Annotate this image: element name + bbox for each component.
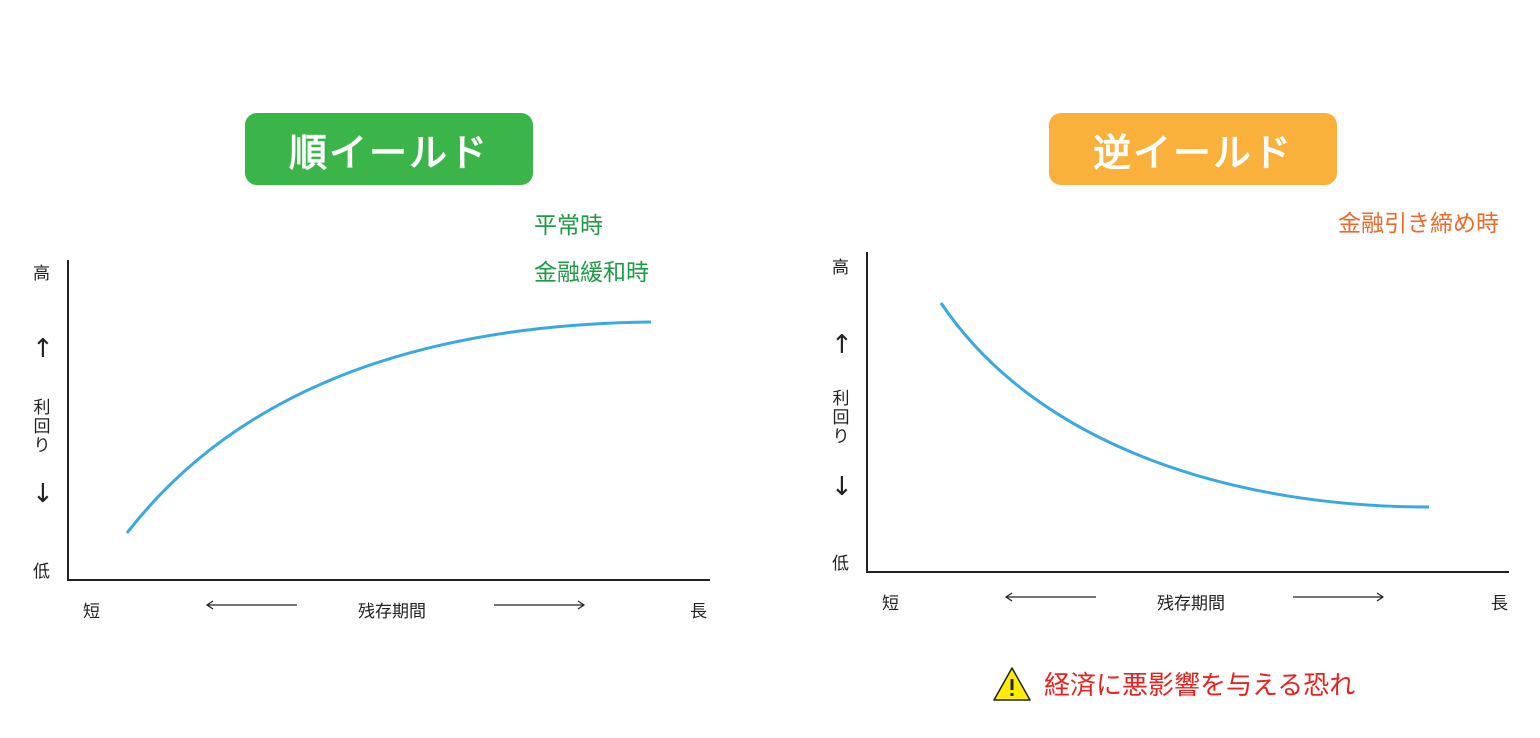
right-y-low-label: 低	[832, 554, 849, 574]
left-yield-chart	[67, 260, 710, 610]
left-x-short-label: 短	[83, 602, 100, 622]
right-x-left-arrow-icon	[1004, 592, 1096, 602]
left-y-label: 利回り	[33, 398, 51, 456]
warning-text: 経済に悪影響を与える恐れ	[1044, 671, 1356, 701]
warning-message: 経済に悪影響を与える恐れ	[992, 665, 1355, 702]
warning-triangle-icon	[993, 666, 1031, 701]
normal-note-1: 平常時	[534, 213, 603, 239]
normal-note-2: 金融緩和時	[534, 260, 649, 286]
right-x-short-label: 短	[882, 594, 899, 614]
left-x-left-arrow-icon	[205, 600, 297, 610]
left-y-down-arrow-icon: ↓	[32, 479, 54, 509]
inverse-yield-title-badge: 逆イールド	[1049, 113, 1337, 185]
inverse-note: 金融引き締め時	[1338, 211, 1499, 237]
left-x-right-arrow-icon	[494, 600, 586, 610]
right-x-right-arrow-icon	[1293, 592, 1385, 602]
normal-yield-title: 順イールド	[288, 130, 489, 175]
inverse-yield-title: 逆イールド	[1092, 130, 1293, 175]
normal-yield-title-badge: 順イールド	[245, 113, 533, 185]
right-y-up-arrow-icon: ↑	[831, 330, 853, 360]
normal-yield-curve	[125, 320, 652, 534]
left-y-low-label: 低	[33, 562, 50, 582]
right-y-label: 利回り	[832, 389, 850, 447]
right-x-long-label: 長	[1491, 594, 1508, 614]
left-y-up-arrow-icon: ↑	[32, 334, 54, 364]
left-x-label: 残存期間	[358, 602, 426, 622]
left-x-long-label: 長	[690, 602, 707, 622]
right-y-down-arrow-icon: ↓	[831, 472, 853, 502]
inverse-yield-curve	[939, 302, 1430, 509]
right-yield-chart	[866, 252, 1509, 602]
left-y-high-label: 高	[33, 264, 50, 284]
right-x-label: 残存期間	[1157, 594, 1225, 614]
right-y-high-label: 高	[832, 258, 849, 278]
